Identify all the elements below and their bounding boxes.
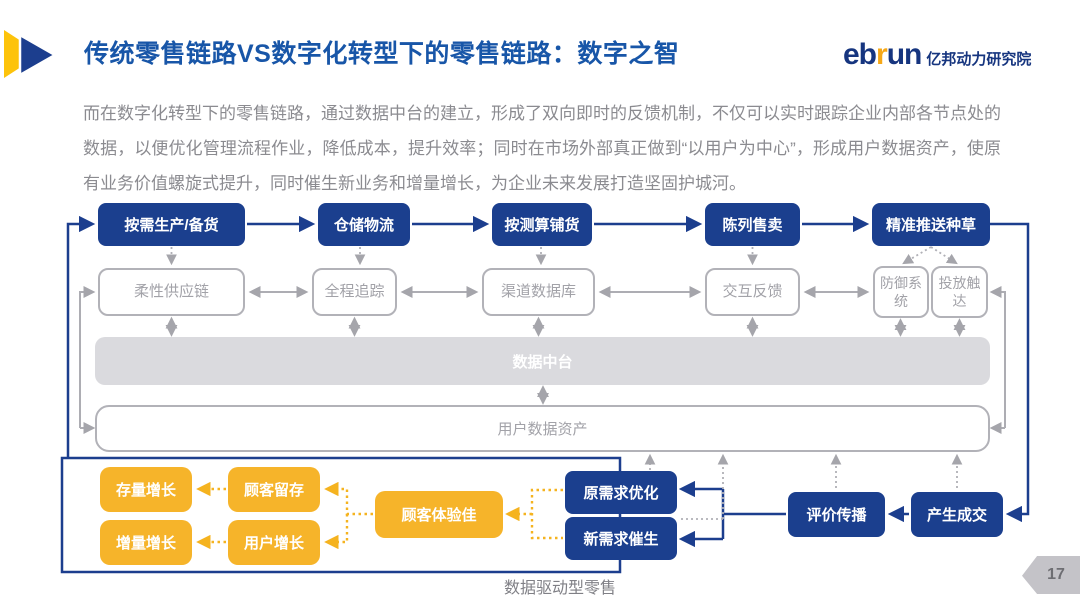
growth-box-stock-growth: 存量增长 <box>100 467 192 512</box>
gray-double-arrows <box>165 286 966 405</box>
brand-logo: ebrun 亿邦动力研究院 <box>843 40 1031 70</box>
double-arrow-icon <box>4 30 58 78</box>
demand-box-deal-made: 产生成交 <box>911 492 1003 537</box>
flow-box-logistics: 仓储物流 <box>318 203 410 246</box>
diagram-caption: 数据驱动型零售 <box>503 580 616 597</box>
page-title: 传统零售链路VS数字化转型下的零售链路：数字之智 <box>84 40 680 68</box>
intro-paragraph: 而在数字化转型下的零售链路，通过数据中台的建立，形成了双向即时的反馈机制，不仅可… <box>83 104 1001 193</box>
capability-box-full-tracking: 全程追踪 <box>312 268 397 316</box>
brand-letter-accent: r <box>876 38 888 71</box>
user-data-asset-bar: 用户数据资产 <box>95 405 990 452</box>
capability-box-interaction-feedback: 交互反馈 <box>705 268 800 316</box>
flow-box-targeted-push: 精准推送种草 <box>872 203 990 246</box>
blue-flow-arrows <box>66 215 1030 548</box>
growth-box-incremental-growth: 增量增长 <box>100 520 192 565</box>
feedback-loop-frame <box>60 456 622 574</box>
brand-suffix: 亿邦动力研究院 <box>926 50 1032 68</box>
capability-box-defense-system: 防御系统 <box>873 266 929 318</box>
demand-box-original-optimized: 原需求优化 <box>565 471 677 514</box>
capability-box-ad-reach: 投放触达 <box>931 266 988 318</box>
brand-wordmark: ebrun <box>843 38 922 71</box>
flow-box-distribution: 按测算铺货 <box>492 203 592 246</box>
data-platform-bar: 数据中台 <box>95 337 990 385</box>
yellow-dotted-arrows <box>196 481 563 550</box>
demand-box-review-spread: 评价传播 <box>788 492 885 537</box>
gray-dotted-arrows <box>166 246 963 520</box>
gray-side-loops <box>79 286 1006 434</box>
capability-box-flexible-supply: 柔性供应链 <box>98 268 245 316</box>
growth-box-customer-retention: 顾客留存 <box>228 467 320 512</box>
flow-box-display-sales: 陈列售卖 <box>705 203 800 246</box>
flow-box-production: 按需生产/备货 <box>98 203 245 246</box>
growth-box-good-experience: 顾客体验佳 <box>375 491 503 538</box>
capability-box-channel-db: 渠道数据库 <box>482 268 595 316</box>
growth-box-user-growth: 用户增长 <box>228 520 320 565</box>
demand-box-new-demand: 新需求催生 <box>565 517 677 560</box>
